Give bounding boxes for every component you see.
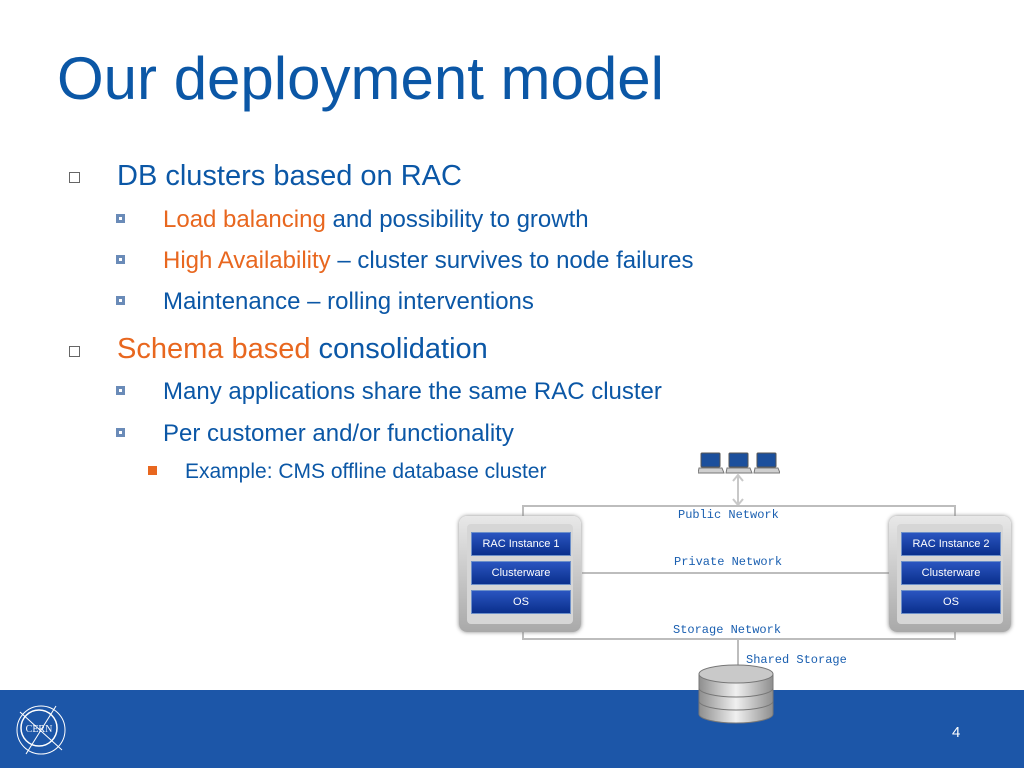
rac-instance-1-layer: RAC Instance 1 bbox=[471, 532, 571, 556]
highlight-text: Schema based bbox=[117, 333, 311, 365]
connection-arrow-icon bbox=[732, 474, 744, 506]
bullet-high-availability: High Availability – cluster survives to … bbox=[163, 247, 694, 275]
rac-node-1: RAC Instance 1 Clusterware OS bbox=[459, 516, 581, 632]
bullet-db-clusters: DB clusters based on RAC bbox=[117, 160, 462, 192]
private-network-label: Private Network bbox=[674, 555, 783, 569]
bullet-many-applications: Many applications share the same RAC clu… bbox=[163, 378, 662, 405]
bullet-maintenance: Maintenance – rolling interventions bbox=[163, 288, 534, 315]
sub-bullet-icon bbox=[116, 296, 125, 305]
highlight-text: High Availability bbox=[163, 247, 331, 274]
bullet-square-icon bbox=[69, 346, 80, 357]
client-laptops-icon bbox=[698, 452, 780, 474]
rac-node-2: RAC Instance 2 Clusterware OS bbox=[889, 516, 1011, 632]
cern-logo: CERN bbox=[16, 705, 66, 755]
sub-sub-bullet-icon bbox=[148, 466, 157, 475]
bullet-text: consolidation bbox=[310, 333, 488, 365]
sub-bullet-icon bbox=[116, 214, 125, 223]
bullet-load-balancing: Load balancing and possibility to growth bbox=[163, 206, 589, 234]
shared-storage-label: Shared Storage bbox=[746, 653, 847, 667]
clusterware-layer: Clusterware bbox=[901, 561, 1001, 585]
bullet-cms-example: Example: CMS offline database cluster bbox=[185, 460, 547, 483]
os-layer: OS bbox=[471, 590, 571, 614]
storage-network-label: Storage Network bbox=[673, 623, 782, 637]
bullet-square-icon bbox=[69, 172, 80, 183]
bullet-text: and possibility to growth bbox=[325, 206, 589, 233]
highlight-text: Load balancing bbox=[163, 206, 326, 233]
os-layer: OS bbox=[901, 590, 1001, 614]
cern-logo-text: CERN bbox=[26, 724, 53, 735]
sub-bullet-icon bbox=[116, 255, 125, 264]
slide-title: Our deployment model bbox=[57, 45, 664, 112]
page-number: 4 bbox=[952, 724, 961, 741]
bullet-per-customer: Per customer and/or functionality bbox=[163, 420, 514, 447]
clusterware-layer: Clusterware bbox=[471, 561, 571, 585]
bullet-text: – cluster survives to node failures bbox=[330, 247, 694, 274]
public-network-label: Public Network bbox=[678, 508, 779, 522]
sub-bullet-icon bbox=[116, 386, 125, 395]
bullet-schema-consolidation: Schema based consolidation bbox=[117, 333, 488, 366]
rac-instance-2-layer: RAC Instance 2 bbox=[901, 532, 1001, 556]
sub-bullet-icon bbox=[116, 428, 125, 437]
database-storage-icon bbox=[698, 664, 774, 724]
footer-bar bbox=[0, 690, 1024, 768]
